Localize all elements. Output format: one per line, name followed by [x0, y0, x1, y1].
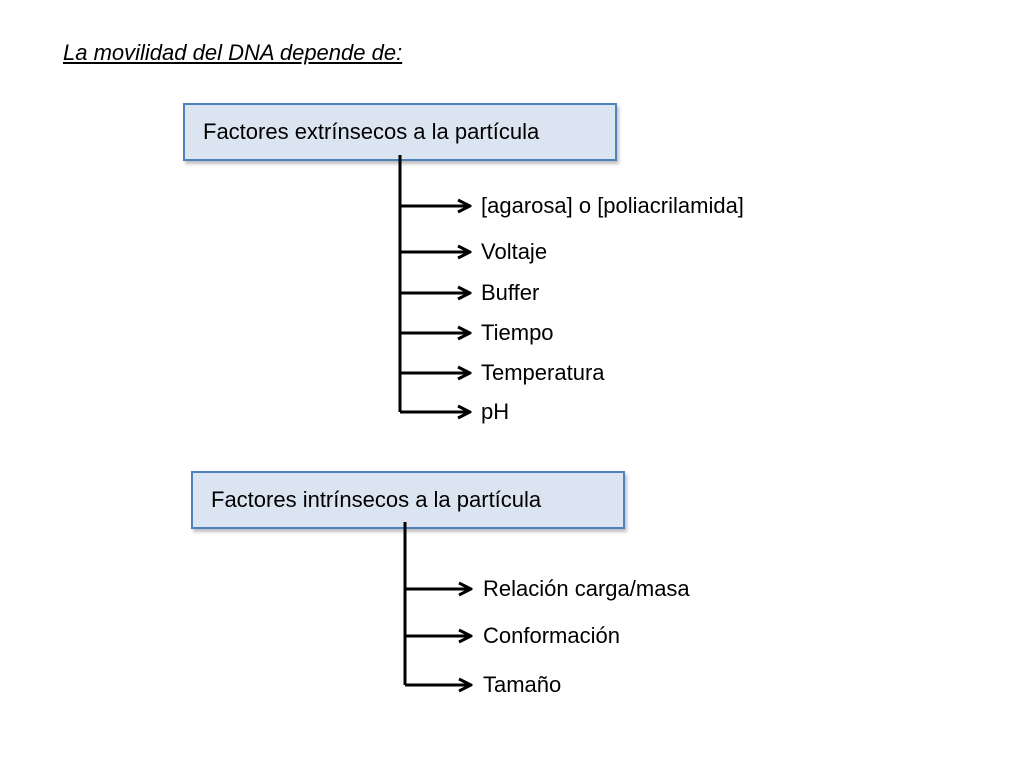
diagram-heading: La movilidad del DNA depende de: [63, 40, 403, 65]
extrinsic-factors-box: Factores extrínsecos a la partícula [183, 103, 617, 161]
intrinsic-item-conformation: Conformación [483, 623, 620, 648]
extrinsic-item-ph: pH [481, 399, 510, 424]
extrinsic-factors-title: Factores extrínsecos a la partícula [203, 119, 540, 144]
extrinsic-item-buffer: Buffer [481, 280, 540, 305]
extrinsic-item-voltage: Voltaje [481, 239, 548, 264]
intrinsic-item-size: Tamaño [483, 672, 562, 697]
extrinsic-item-temperature: Temperatura [481, 360, 605, 385]
extrinsic-item-concentration: [agarosa] o [poliacrilamida] [481, 193, 744, 218]
extrinsic-item-time: Tiempo [481, 320, 554, 345]
intrinsic-factors-title: Factores intrínsecos a la partícula [211, 487, 542, 512]
intrinsic-item-charge-mass: Relación carga/masa [483, 576, 690, 601]
intrinsic-factors-box: Factores intrínsecos a la partícula [191, 471, 625, 529]
